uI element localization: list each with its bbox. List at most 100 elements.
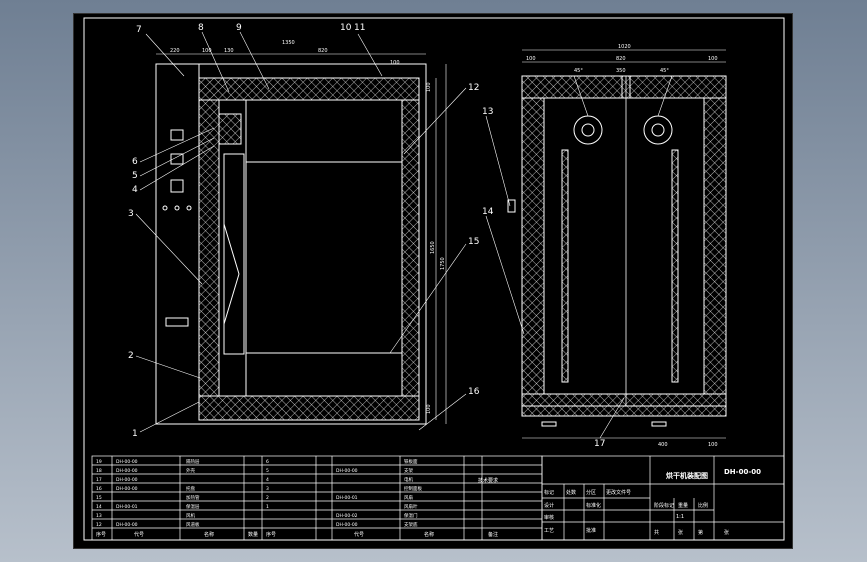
parts-footer-cell: 序号	[96, 531, 106, 538]
balloon-15: 15	[468, 237, 479, 247]
dim-130: 130	[224, 48, 234, 54]
tb-label-11: 阶段标记	[654, 502, 674, 509]
duct-diagonal-1	[223, 223, 240, 275]
front-dimensions: 220 100 130 1350 820 100 100 1650 1750 1…	[170, 40, 446, 414]
tb-label-16: 第	[698, 529, 703, 536]
side-angle-left: 45°	[574, 68, 583, 74]
parts-table-frame	[91, 455, 543, 541]
air-duct	[223, 153, 245, 355]
parts-cell-code2: DH-00-00	[336, 468, 358, 474]
parts-cell-no: 19	[96, 459, 102, 465]
tb-label-12: 重量	[678, 502, 688, 509]
balloon-9: 9	[236, 23, 242, 33]
parts-footer-cell: 数量	[248, 531, 258, 538]
tb-label-13: 比例	[698, 502, 708, 509]
parts-cell-name: 隔热层	[186, 458, 200, 465]
leader-8	[201, 31, 230, 93]
balloon-11: 11	[354, 23, 365, 33]
side-dim-820: 820	[616, 56, 626, 62]
balloon-6: 6	[132, 157, 138, 167]
parts-cell-name: 风机	[186, 512, 195, 519]
leader-4	[139, 145, 215, 191]
tb-label-9: 工艺	[544, 528, 554, 534]
tb-label-6: 设计	[544, 502, 554, 509]
insulation-right	[401, 99, 420, 397]
indicator-2	[174, 205, 180, 211]
leader-5	[139, 137, 215, 177]
parts-cell-name2: 保温门	[404, 512, 418, 519]
leader-15	[389, 243, 467, 354]
side-insulation-bottom	[521, 393, 727, 417]
parts-cell-no: 15	[96, 495, 102, 501]
angle-line-right	[657, 75, 673, 117]
dim-1350: 1350	[282, 40, 295, 46]
dim-100-top: 100	[390, 60, 400, 66]
parts-cell-no: 14	[96, 504, 102, 510]
side-dim-100-right: 100	[708, 56, 718, 62]
parts-footer-cell: 代号	[354, 531, 364, 538]
balloon-14: 14	[482, 207, 494, 217]
parts-cell-name2: 电机	[404, 476, 413, 483]
leader-9	[239, 31, 270, 90]
cad-drawing: 7 8 9 10 11 6 5 4 3 2 1 12 15 16 220 100…	[83, 17, 785, 541]
duct-diagonal-2	[223, 273, 240, 325]
leader-3	[135, 213, 203, 285]
drawing-number: DH-00-00	[724, 468, 761, 476]
tb-label-7: 标准化	[586, 502, 601, 509]
drawing-title: 烘干机装配图	[666, 471, 708, 480]
inner-chamber	[245, 99, 403, 397]
balloon-8: 8	[198, 23, 204, 33]
side-dim-1020: 1020	[618, 44, 631, 50]
panel-switch-2	[170, 153, 184, 165]
parts-cell-no2: 5	[266, 468, 269, 474]
parts-cell-no: 16	[96, 486, 102, 492]
leader-2	[135, 355, 201, 379]
tb-label-2: 分区	[586, 489, 596, 496]
panel-plate	[165, 317, 189, 327]
fan-hub	[218, 113, 242, 145]
front-view	[135, 31, 467, 433]
parts-cell-no2: 2	[266, 495, 269, 501]
side-view	[485, 49, 727, 439]
foot-right	[651, 421, 667, 427]
fan-right-icon	[643, 115, 673, 145]
tb-label-10: 批准	[586, 527, 596, 534]
side-dim-100-bottom: 100	[708, 442, 718, 448]
balloon-13: 13	[482, 107, 493, 117]
parts-cell-no: 17	[96, 477, 102, 483]
balloon-1: 1	[132, 429, 138, 439]
insulation-left	[198, 99, 220, 397]
side-outer-shell	[521, 75, 727, 407]
parts-cell-name: 外壳	[186, 467, 195, 474]
technical-notes: 技术要求	[478, 477, 498, 484]
balloon-3: 3	[128, 209, 134, 219]
rack-left	[561, 149, 569, 383]
leader-6	[139, 127, 215, 163]
dim-220: 220	[170, 48, 180, 54]
parts-footer-cell: 序号	[266, 531, 276, 538]
front-outer-shell	[155, 63, 427, 425]
rack-right	[671, 149, 679, 383]
parts-cell-code: DH-00-00	[116, 522, 138, 528]
parts-cell-code2: DH-00-01	[336, 495, 358, 501]
tb-label-14: 共	[654, 529, 659, 536]
balloon-10: 10	[340, 23, 352, 33]
insulation-top	[198, 77, 420, 101]
parts-footer-cell: 名称	[424, 531, 434, 538]
side-balloons: 13 14 17	[482, 107, 605, 449]
leader-13	[485, 115, 511, 207]
parts-cell-no2: 6	[266, 459, 269, 465]
parts-cell-name: 保温层	[186, 503, 200, 510]
parts-cell-code: DH-00-01	[116, 504, 138, 510]
parts-cell-name2: 铁板面	[404, 458, 418, 465]
tb-label-0: 标记	[544, 489, 554, 496]
side-dimensions: 1020 100 820 100 350 45° 45° 400 100	[526, 44, 718, 448]
parts-cell-no2: 4	[266, 477, 269, 483]
balloon-5: 5	[132, 171, 138, 181]
parts-cell-name: 托盘	[186, 485, 195, 492]
parts-cell-no: 13	[96, 513, 102, 519]
indicator-3	[186, 205, 192, 211]
angle-line-left	[573, 75, 589, 117]
foot-left	[541, 421, 557, 427]
side-dim-350: 350	[616, 68, 626, 74]
